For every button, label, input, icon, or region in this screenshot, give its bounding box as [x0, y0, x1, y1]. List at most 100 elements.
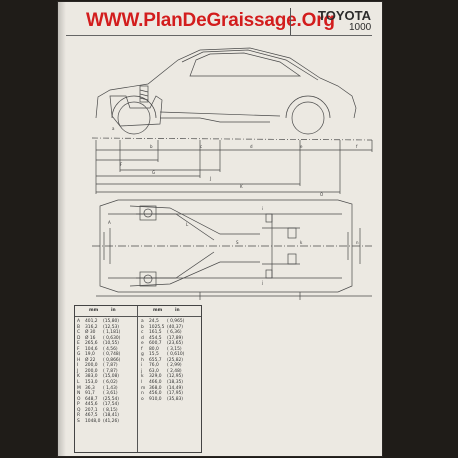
- dimension-in: (40,37): [167, 324, 183, 330]
- svg-text:K: K: [240, 184, 243, 189]
- dimension-mm: 15,5: [149, 352, 159, 358]
- dimension-letter: O: [77, 396, 81, 402]
- drive-shaft: [159, 111, 281, 117]
- dimension-in: (41,26): [103, 418, 119, 424]
- dimension-in: (25,54): [103, 396, 119, 402]
- header-rule: [66, 35, 372, 36]
- table-header-rule: [75, 316, 201, 317]
- dimension-mm: 200,0: [85, 368, 98, 374]
- dimension-in: ( 1,43): [103, 385, 118, 391]
- svg-text:O: O: [320, 192, 323, 197]
- dimension-in: ( 0,866): [103, 357, 121, 363]
- svg-text:i: i: [262, 206, 263, 211]
- dimension-letter: j: [141, 368, 143, 374]
- dimension-mm: 910,0: [149, 396, 162, 402]
- dimension-letter: l: [141, 380, 143, 386]
- dimension-in: (12,95): [167, 374, 183, 380]
- dimension-mm: 265,6: [85, 341, 98, 347]
- svg-text:c: c: [200, 144, 202, 149]
- svg-text:b: b: [150, 144, 153, 149]
- dimension-in: (17,95): [167, 391, 183, 397]
- svg-text:d: d: [250, 144, 253, 149]
- dimension-letter: k: [141, 374, 144, 380]
- dimension-mm: Ø 16: [85, 335, 96, 341]
- svg-text:f: f: [356, 144, 358, 149]
- header-divider: [290, 8, 291, 36]
- dimension-mm: 655,7: [149, 357, 162, 363]
- dimension-letter: P: [77, 402, 80, 408]
- dimension-letter: f: [141, 346, 143, 352]
- dimension-mm: 456,0: [149, 391, 162, 397]
- dimension-mm: 63,0: [149, 368, 159, 374]
- datum-line: [91, 137, 373, 141]
- rear-wheel: [291, 101, 325, 135]
- manual-page: [58, 2, 382, 456]
- dimension-letter: b: [141, 324, 144, 330]
- svg-text:k: k: [300, 240, 303, 245]
- dimension-mm: 153,0: [85, 380, 98, 386]
- dimension-in: ( 3,15): [167, 346, 182, 352]
- svg-text:J: J: [209, 176, 211, 181]
- dimension-mm: 383,0: [85, 374, 98, 380]
- dimension-letter: Q: [77, 407, 81, 413]
- table-center-divider: [137, 306, 138, 452]
- svg-text:G: G: [152, 170, 155, 175]
- exhaust-pipe: [160, 117, 270, 123]
- dimension-letter: o: [141, 396, 144, 402]
- dimension-mm: 104,6: [85, 346, 98, 352]
- dimension-in: ( 7,87): [103, 368, 118, 374]
- dimension-in: ( 1,181): [103, 330, 121, 336]
- left-head-mm: mm: [89, 308, 99, 313]
- svg-text:F: F: [120, 162, 123, 167]
- dimension-in: (23,65): [167, 341, 183, 347]
- underbody-outline: [99, 199, 353, 293]
- front-wheel-arch: [111, 95, 157, 119]
- dimension-letter: h: [141, 357, 144, 363]
- front-wheel: [117, 101, 151, 135]
- right-head-in: in: [175, 308, 180, 313]
- dimension-in: (35,83): [167, 396, 183, 402]
- dimension-letter: C: [77, 330, 81, 336]
- dimension-mm: 76,0: [149, 363, 159, 369]
- dimension-letter: a: [141, 319, 144, 324]
- dimension-letter: d: [141, 335, 144, 341]
- dimension-mm: 207,1: [85, 407, 98, 413]
- dimension-mm: 316,2: [85, 324, 98, 330]
- front-left-hub: [139, 205, 157, 221]
- dimension-in: (17,54): [103, 402, 119, 408]
- dimension-letter: A: [77, 319, 81, 324]
- dimension-letter: L: [77, 380, 80, 386]
- dimension-in: ( 0,630): [103, 335, 121, 341]
- right-head-mm: mm: [153, 308, 163, 313]
- dimension-letter: E: [77, 341, 80, 347]
- table-row: o 910,0 (35,83): [141, 397, 193, 403]
- dimension-letter: S: [77, 418, 80, 424]
- rear-bracket-1: [287, 227, 297, 239]
- dimension-in: (15,08): [103, 374, 119, 380]
- dimension-in: (25,82): [167, 357, 183, 363]
- dimension-letter: m: [141, 385, 146, 391]
- svg-text:a: a: [112, 126, 115, 131]
- dimension-in: ( 4,56): [103, 346, 118, 352]
- dimension-letter: i: [141, 363, 143, 369]
- dimension-in: ( 0,965): [167, 319, 185, 324]
- dimension-mm: 36,3: [85, 385, 95, 391]
- svg-text:j: j: [261, 280, 263, 285]
